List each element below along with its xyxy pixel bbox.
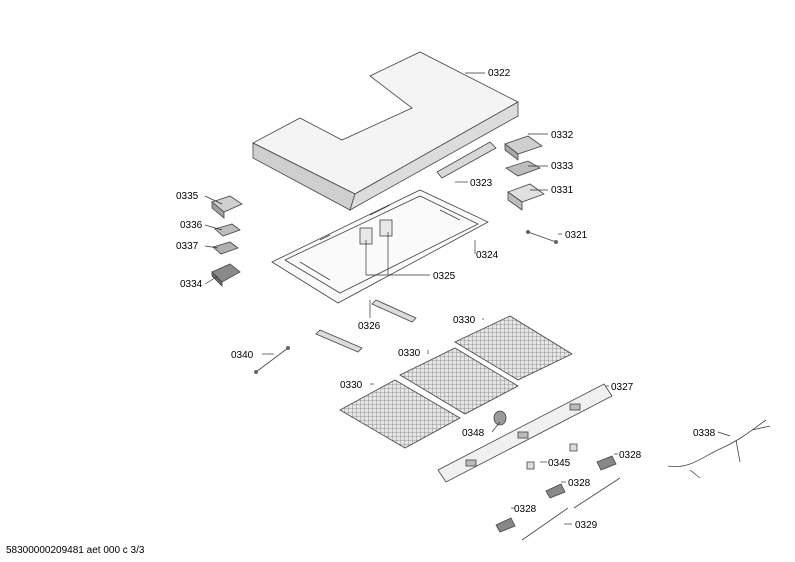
- control-unit-part-0334: [211, 263, 241, 287]
- bracket-part-0328-b: [545, 483, 566, 499]
- grease-filter-part-0330-c: [454, 315, 573, 381]
- label-0340: 0340: [231, 350, 254, 361]
- grease-filter-part-0330-a: [339, 379, 461, 449]
- rod-part-0340: [254, 346, 290, 374]
- grease-filter-part-0330-b: [399, 347, 519, 415]
- label-0328-middle: 0328: [568, 478, 591, 489]
- document-footer-id: 58300000209481 aet 000 c 3/3: [6, 545, 145, 556]
- control-cover-part-0335: [211, 195, 243, 219]
- label-0330-bottom: 0330: [340, 380, 363, 391]
- label-0323: 0323: [470, 178, 493, 189]
- part-number-labels: 0322 0332 0333 0331 0323 0335 0336 0337 …: [176, 68, 716, 531]
- label-0327: 0327: [611, 382, 634, 393]
- rail-part-0326: [315, 299, 417, 353]
- label-0324: 0324: [476, 250, 499, 261]
- label-0328-left: 0328: [514, 504, 537, 515]
- module-cover-part-0332: [504, 135, 543, 161]
- label-0321: 0321: [565, 230, 588, 241]
- clip-part-0345: [526, 443, 578, 470]
- base-tray-part-0324: [271, 189, 489, 304]
- top-cover-part-0322: [252, 51, 519, 211]
- label-0332: 0332: [551, 130, 574, 141]
- label-0329: 0329: [575, 520, 598, 531]
- module-board-part-0333: [505, 160, 541, 177]
- frame-bar-part-0327: [437, 383, 613, 483]
- label-0330-middle: 0330: [398, 348, 421, 359]
- module-housing-part-0331: [507, 183, 545, 211]
- label-0336: 0336: [180, 220, 203, 231]
- label-0328-right: 0328: [619, 450, 642, 461]
- rod-part-0321: [526, 230, 558, 244]
- label-0330-top: 0330: [453, 315, 476, 326]
- label-0326: 0326: [358, 321, 381, 332]
- label-0334: 0334: [180, 279, 203, 290]
- label-0331: 0331: [551, 185, 574, 196]
- label-0325: 0325: [433, 271, 456, 282]
- leader-lines: [204, 72, 731, 525]
- label-0333: 0333: [551, 161, 574, 172]
- label-0335: 0335: [176, 191, 199, 202]
- bracket-part-0328-a: [596, 455, 617, 471]
- knob-part-0348: [493, 410, 507, 426]
- label-0322: 0322: [488, 68, 511, 79]
- strip-part-0323: [436, 141, 497, 179]
- label-0345: 0345: [548, 458, 571, 469]
- control-board-part-0336: [214, 223, 241, 237]
- control-board-part-0337: [212, 241, 239, 255]
- label-0338: 0338: [693, 428, 716, 439]
- rod-part-0329: [521, 477, 621, 541]
- wire-harness-part-0338: [667, 419, 771, 479]
- label-0337: 0337: [176, 241, 199, 252]
- label-0348: 0348: [462, 428, 485, 439]
- bracket-part-0328-c: [495, 517, 516, 533]
